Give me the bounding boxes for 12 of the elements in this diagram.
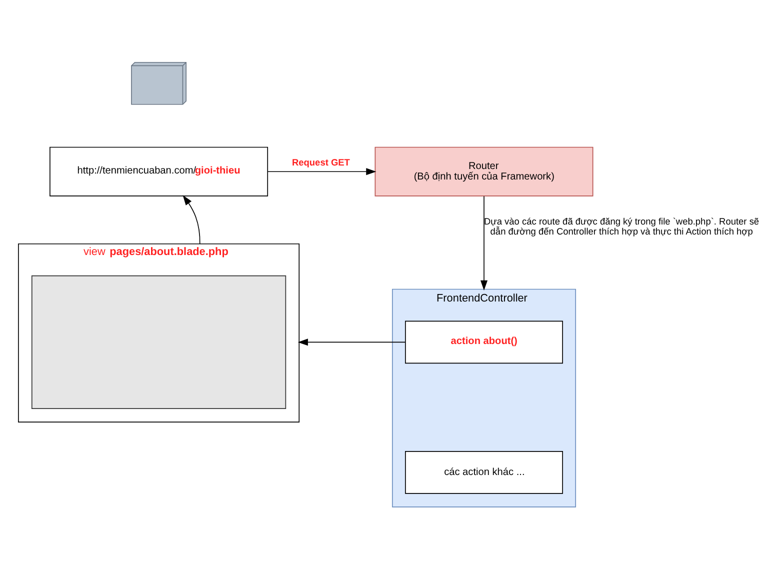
node-box: action about() bbox=[405, 320, 563, 364]
arrow bbox=[182, 195, 200, 244]
cluster: view pages/about.blade.php bbox=[18, 243, 300, 422]
node-box: Router (Bộ định tuyến của Framework) bbox=[374, 146, 594, 196]
node-box bbox=[31, 275, 286, 410]
node-box: http://tenmiencuaban.com/gioi-thieu bbox=[50, 146, 268, 196]
node-box: các action khác ... bbox=[405, 451, 563, 494]
edge-label: Request GET bbox=[292, 158, 350, 168]
arrow bbox=[298, 338, 406, 346]
arrow bbox=[267, 168, 376, 176]
arrow bbox=[480, 196, 488, 291]
edge-label: Dựa vào các route đã được đăng ký trong file `web.php`. Router sẽ dẫn đường đến Controller thích hợp và thực thi Action thích hợp bbox=[484, 216, 760, 236]
